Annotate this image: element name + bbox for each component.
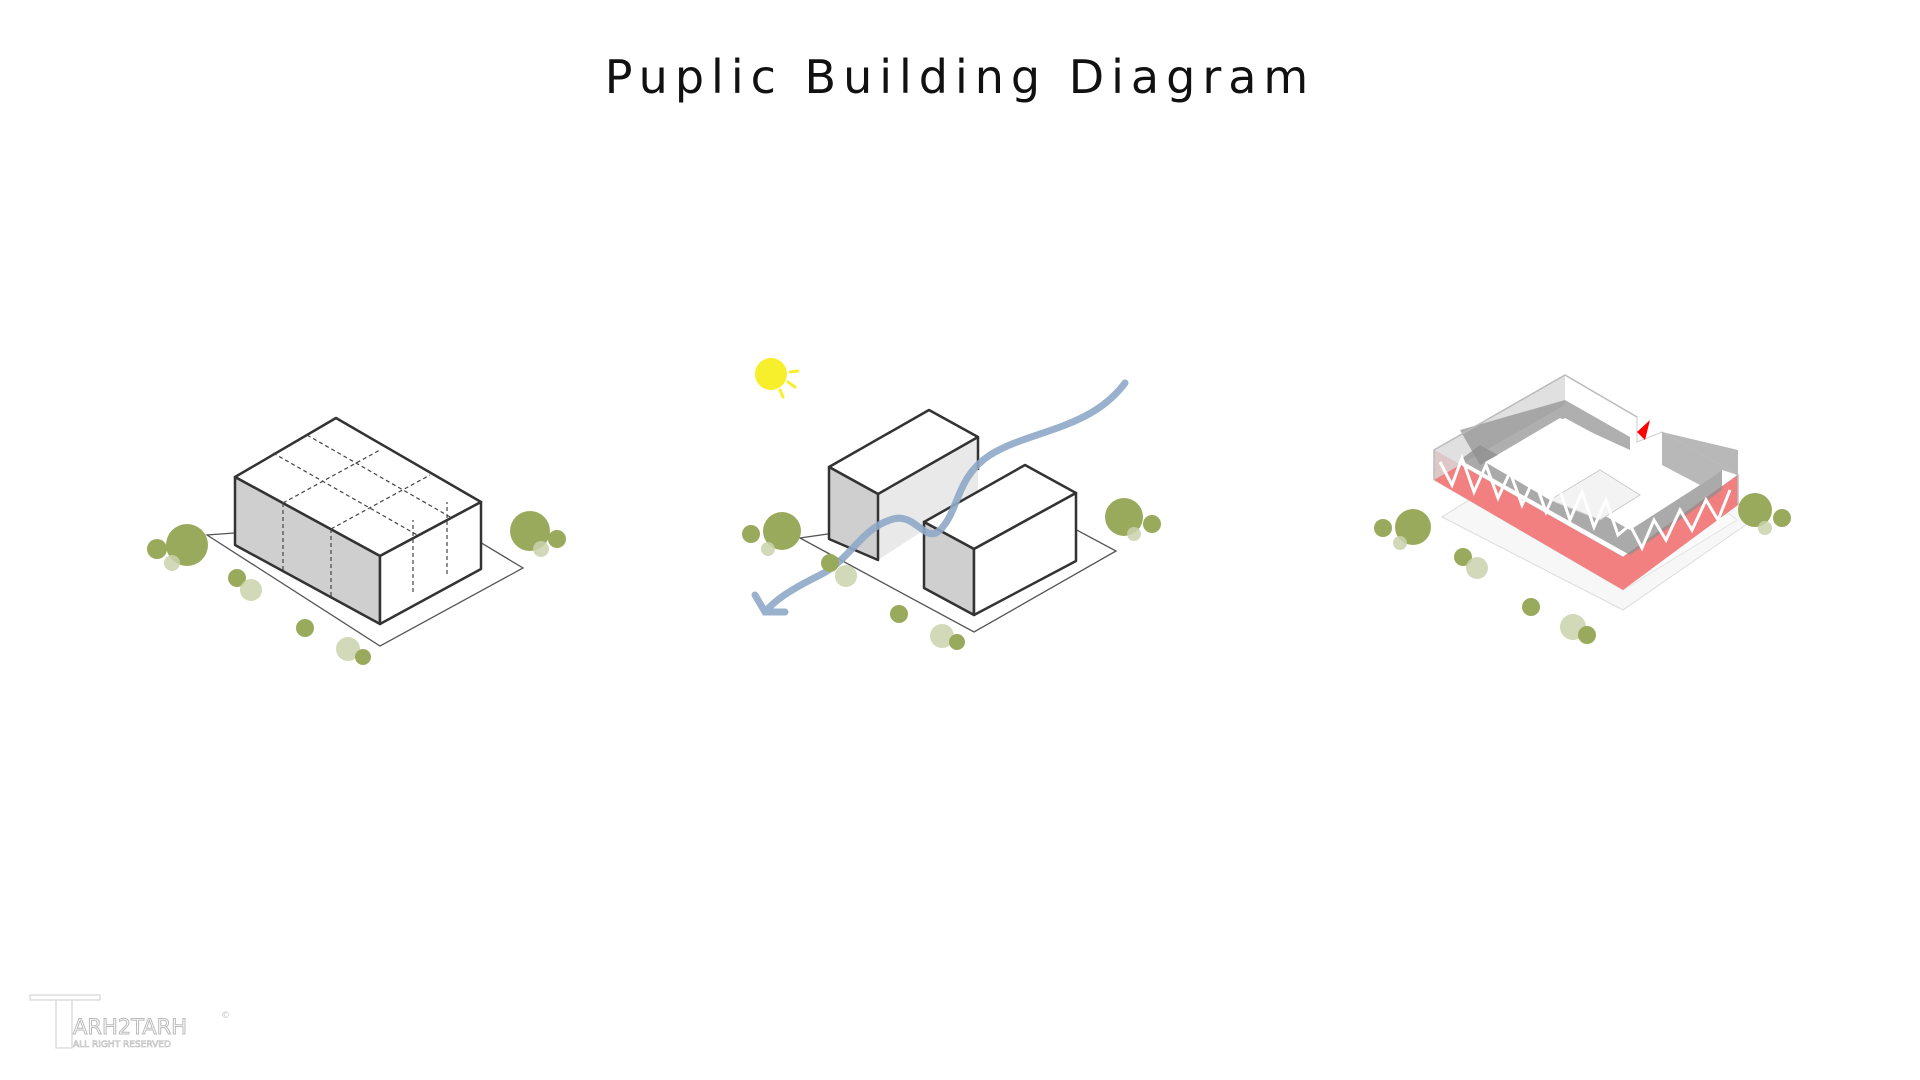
page-title: Puplic Building Diagram: [604, 50, 1316, 104]
diagram-massing-grid: [147, 416, 566, 665]
trees: [742, 498, 1161, 650]
diagram-courtyard: [1374, 374, 1791, 644]
tarh2tarh-logo-icon: ARH2TARH ALL RIGHT RESERVED ©: [29, 994, 230, 1050]
watermark-logo: ARH2TARH ALL RIGHT RESERVED ©: [28, 990, 238, 1060]
svg-text:ALL RIGHT RESERVED: ALL RIGHT RESERVED: [73, 1040, 171, 1050]
trees: [1374, 493, 1791, 644]
sun-icon: [755, 358, 800, 399]
diagram-sun-wind: [742, 358, 1161, 650]
trees: [147, 511, 566, 665]
wind-arrow: [751, 379, 1129, 616]
svg-text:©: ©: [221, 1011, 230, 1021]
svg-text:ARH2TARH: ARH2TARH: [73, 1015, 187, 1039]
